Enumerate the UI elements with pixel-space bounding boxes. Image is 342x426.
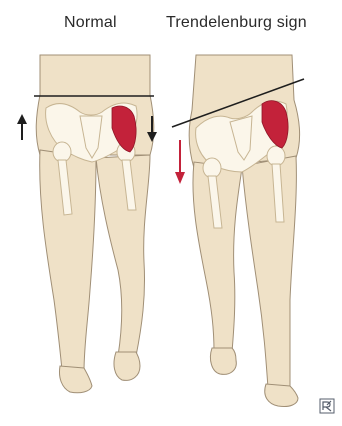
trendelenburg-figure xyxy=(172,55,304,407)
trend-left-foot xyxy=(210,348,236,374)
arrow-up-icon xyxy=(17,114,27,140)
panel-title-normal: Normal xyxy=(64,14,117,32)
trend-right-femur-head xyxy=(267,146,285,166)
normal-right-foot xyxy=(114,352,140,380)
normal-figure xyxy=(17,55,157,393)
normal-left-foot xyxy=(59,366,92,393)
normal-left-femur-head xyxy=(53,142,71,162)
normal-right-leg xyxy=(96,155,150,356)
panel-title-trendelenburg: Trendelenburg sign xyxy=(166,14,307,32)
trend-right-foot xyxy=(265,384,298,407)
trend-right-leg xyxy=(242,156,296,390)
publisher-logo-icon xyxy=(320,399,334,413)
trend-left-femur-head xyxy=(203,158,221,178)
red-arrow-down-icon xyxy=(175,140,185,184)
